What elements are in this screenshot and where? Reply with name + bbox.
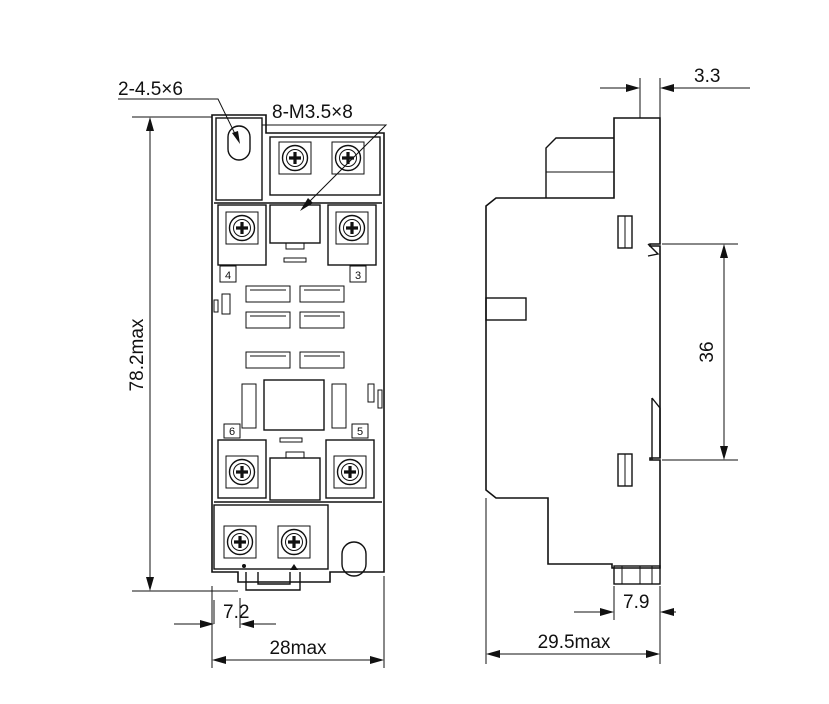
bottom-mount-hole <box>341 541 367 577</box>
bottom-terminal-block <box>213 504 329 570</box>
lower-left-screw-housing <box>217 439 267 499</box>
upper-rail-hook <box>647 243 660 257</box>
side-knob <box>485 297 527 321</box>
bottom-latch <box>245 572 301 591</box>
lower-post-cap <box>285 451 305 459</box>
latch-details <box>621 566 653 584</box>
terminal-number-box-4 <box>219 265 237 283</box>
terminal-number-4: 4 <box>225 270 231 282</box>
upper-post-base <box>285 242 305 250</box>
upper-center-mark <box>283 257 307 263</box>
right-side-tab <box>367 383 375 403</box>
top-mounting-ear <box>215 117 263 201</box>
depth-dimension: 29.5max <box>538 632 611 653</box>
side-view <box>485 117 661 585</box>
top-mount-hole <box>227 125 251 161</box>
height-dimension: 78.2max <box>127 318 148 391</box>
terminal-number-6: 6 <box>229 426 235 438</box>
front-view: 4 3 6 5 <box>211 114 385 591</box>
terminal-number-box-3 <box>349 265 367 283</box>
terminal-number-box-5 <box>351 423 369 439</box>
latch-dimension: 7.9 <box>623 592 649 613</box>
side-body-outline <box>485 117 661 569</box>
side-top-step <box>545 137 614 198</box>
side-dimensions: 3.3 36 7.9 29.5max <box>485 66 750 664</box>
upper-left-screw-housing <box>217 204 267 266</box>
center-block <box>263 379 325 431</box>
screw-callout: 8-M3.5×8 <box>272 102 353 123</box>
lower-right-screw-housing <box>325 439 375 499</box>
lower-rail-hook <box>651 397 661 460</box>
rail-dimension: 36 <box>697 341 718 362</box>
top-terminal-block <box>269 136 381 196</box>
right-edge-notch <box>377 389 383 409</box>
lower-center-mark <box>279 437 303 443</box>
width-dimension: 28max <box>269 638 327 659</box>
mount-hole-callout: 2-4.5×6 <box>118 79 183 100</box>
side-latch <box>613 565 661 585</box>
upper-right-screw-housing <box>327 204 377 266</box>
flange-dimension: 3.3 <box>694 66 720 87</box>
terminal-number-box-6 <box>223 423 241 439</box>
contact-slots <box>245 285 345 369</box>
center-right-slot <box>331 383 347 429</box>
center-left-slot <box>241 383 257 429</box>
socket-body-outline <box>211 114 385 583</box>
left-edge-notch <box>213 299 219 313</box>
terminal-number-3: 3 <box>355 270 361 282</box>
front-dimensions: 78.2max 2-4.5×6 8-M3.5×8 7.2 28max <box>118 79 388 668</box>
terminal-number-5: 5 <box>357 426 363 438</box>
pitch-dimension: 7.2 <box>223 602 249 623</box>
left-side-tab <box>221 293 231 315</box>
